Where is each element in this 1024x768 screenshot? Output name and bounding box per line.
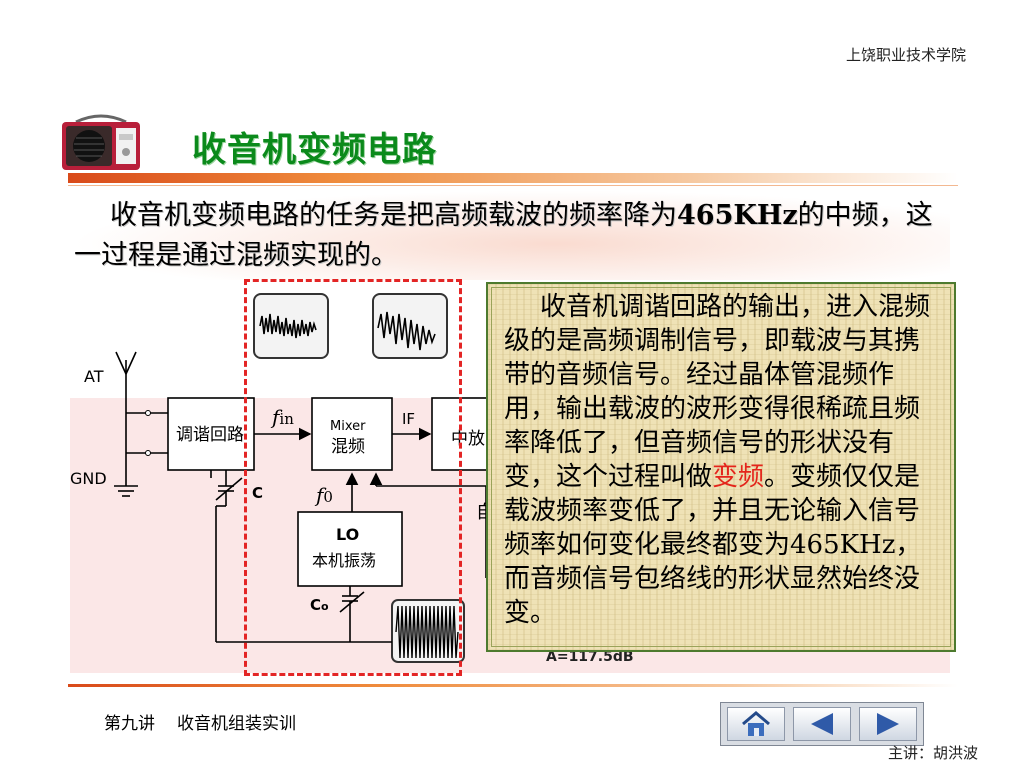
slide-navigation [720,702,924,746]
tuning-circuit-block [167,397,255,471]
lecture-number: 第九讲 [104,714,155,734]
mixer-highlight-box [244,279,462,676]
intro-glow [70,190,950,280]
mixer-cn-label: 混频 [331,437,365,457]
lo-cn-label: 本机振荡 [312,551,376,570]
note-part1: 收音机调谐回路的输出，进入混频级的是高频调制信号，即载波与其携带的音频信号。经过… [504,292,931,492]
local-oscillator-block [297,511,403,587]
home-icon [742,711,770,736]
ground-label: GND [70,469,107,488]
co-capacitor-label: Co [310,596,329,614]
right-arrow-icon [877,713,899,735]
agc-partial-label: 自 [476,502,494,523]
title-divider-thin [68,185,958,186]
intro-paragraph: 收音机变频电路的任务是把高频载波的频率降为465KHz的中频，这一过程是通过混频… [74,196,954,276]
mixer-block-diagram: AT GND 调谐回路 C fin Mixer 混频 IF 中放 f0 自 LO… [70,293,634,665]
title-divider [68,173,958,183]
tuning-label: 调谐回路 [176,425,244,445]
tuning-capacitor-label: C [252,484,263,502]
gain-partial-label: A=117.5dB [546,649,634,665]
explanation-note: 收音机调谐回路的输出，进入混频级的是高频调制信号，即载波与其携带的音频信号。经过… [486,282,956,652]
mixer-en-label: Mixer [330,419,366,434]
if-amplifier-block [431,397,503,471]
course-name: 收音机组装实训 [177,714,296,734]
fin-label: fin [270,405,294,429]
radio-logo-icon [62,114,140,170]
previous-slide-button[interactable] [793,707,851,741]
lo-en-label: LO [336,525,359,544]
lo-waveform-thumbnail [391,599,465,663]
antenna-label: AT [84,367,104,386]
school-name: 上饶职业技术学院 [845,46,966,64]
presenter-name: 主讲：胡洪波 [887,744,978,762]
if-label: IF [402,410,415,428]
note-part2: 。变频仅仅是载波频率变低了，并且无论输入信号频率如何变化最终都变为465KHz，… [504,462,922,628]
left-arrow-icon [811,713,833,735]
note-highlight: 变频 [712,462,765,492]
home-button[interactable] [727,707,785,741]
next-slide-button[interactable] [859,707,917,741]
footer-course-info: 第九讲 收音机组装实训 [104,709,318,734]
intro-main: 收音机变频电路的任务是把高频载波的频率降为 [110,200,677,231]
mixed-waveform-thumbnail [372,293,448,359]
intro-frequency: 465KHz [677,200,798,231]
fo-label: f0 [314,483,333,507]
footer-divider [68,684,958,687]
intro-tail: 的中频，这一过程是通过混频实现的。 [74,200,933,271]
slide-title: 收音机变频电路 [192,130,437,170]
input-waveform-thumbnail [253,293,329,359]
